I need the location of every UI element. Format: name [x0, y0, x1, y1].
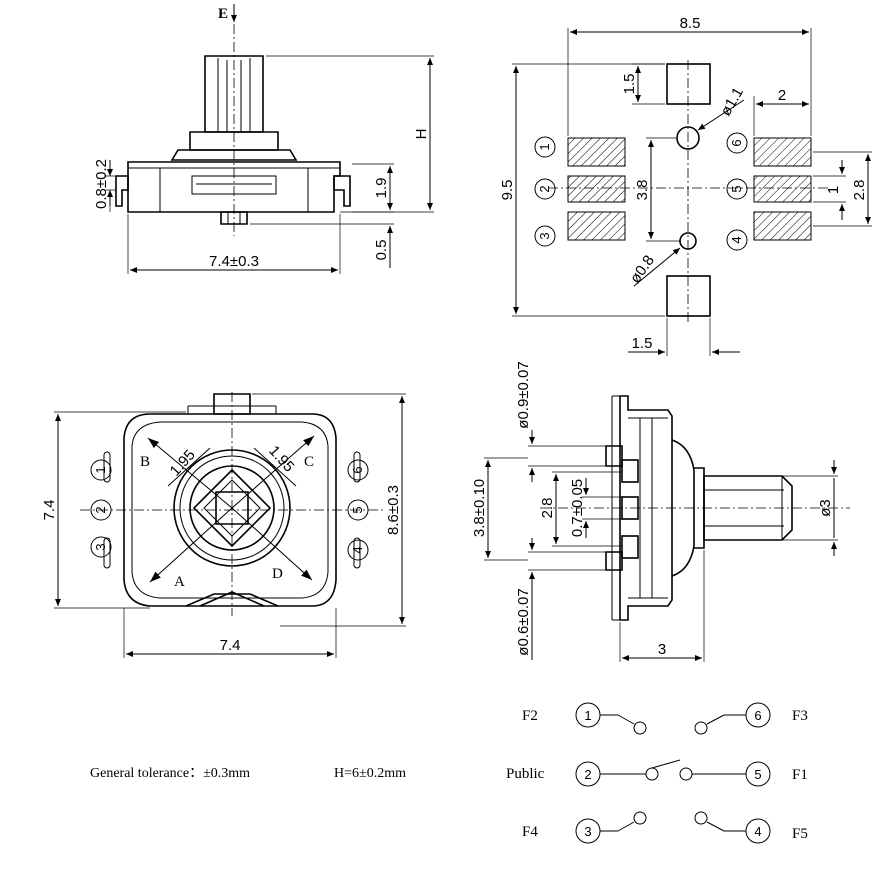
dim-tv-height: 7.4: [41, 500, 58, 521]
hole-large: [676, 126, 700, 150]
top-pad: [666, 63, 711, 105]
pad-6: [753, 137, 812, 167]
tv-pin-2: 2: [93, 506, 108, 513]
schem-pin-4: 4: [754, 824, 761, 839]
schem-label-public: Public: [506, 766, 545, 782]
dim-pad-bottom: 1.5: [632, 335, 653, 352]
schem-pin-6: 6: [754, 708, 761, 723]
dim-side-depth: 3: [658, 641, 666, 658]
dim-pin-top: ø0.9±0.07: [515, 361, 532, 428]
note-tolerance: General tolerance：±0.3mm: [90, 766, 250, 781]
dim-height-h: H: [413, 129, 430, 140]
fp-pin-6: 6: [729, 139, 744, 146]
dim-side-small: 0.7±0.05: [569, 479, 586, 537]
dim-diag-left: 1.95: [167, 446, 199, 479]
fp-pin-4: 4: [729, 236, 744, 243]
dim-pad-right: 2: [778, 87, 786, 104]
arrow-a: [149, 507, 233, 583]
dim-side-pad: 2.8: [539, 498, 556, 519]
dim-side-pitch: 3.8±0.10: [471, 479, 488, 537]
pcb-footprint: 1 2 3 6 5 4 8.5 1.5 ø1.1 2 9.5: [499, 15, 872, 356]
tv-pin-5: 5: [350, 506, 365, 513]
label-c: C: [304, 454, 314, 470]
dim-hole-2: ø0.8: [627, 252, 658, 286]
pad-4: [753, 211, 812, 241]
schem-label-f1: F1: [792, 767, 808, 783]
arrow-d: [231, 507, 313, 581]
dim-body-height: 1.9: [373, 178, 390, 199]
front-view: E 0.8±0.2 H: [93, 4, 434, 274]
contact-3: [633, 811, 647, 825]
schem-label-f2: F2: [522, 708, 538, 724]
contact-5: [679, 767, 693, 781]
tv-pin-4: 4: [350, 546, 365, 553]
label-b: B: [140, 454, 150, 470]
dim-pad-1: 1: [825, 186, 842, 194]
dim-overall-width: 8.5: [680, 15, 701, 32]
dim-hole-1: ø1.1: [717, 85, 747, 119]
tv-pin-1: 1: [93, 466, 108, 473]
schem-label-f4: F4: [522, 824, 538, 840]
dim-tv-width: 7.4: [220, 637, 241, 654]
arrow-b: [147, 437, 233, 509]
pad-5: [753, 175, 812, 203]
dim-pad-pitch: 3.8: [634, 180, 651, 201]
fp-pin-2: 2: [537, 185, 552, 192]
contact-1: [633, 721, 647, 735]
schem-pin-2: 2: [584, 767, 591, 782]
arrow-c: [231, 435, 315, 509]
label-d: D: [272, 566, 283, 582]
notes: General tolerance：±0.3mm H=6±0.2mm: [90, 766, 406, 781]
fp-pin-3: 3: [537, 232, 552, 239]
side-body: [619, 395, 673, 621]
footprint-pin-labels: 1 2 3 6 5 4: [534, 132, 748, 251]
side-view: ø0.9±0.07 3.8±0.10 2.8 0.7±0.05 ø0.6±0.0…: [471, 361, 850, 662]
tv-pin-6: 6: [350, 466, 365, 473]
pad-1: [567, 137, 626, 167]
dim-pad-top: 1.5: [621, 74, 638, 95]
dim-diag-right: 1.95: [265, 442, 297, 475]
dim-pin-bottom: 0.5: [373, 240, 390, 261]
pad-3: [567, 211, 626, 241]
schem-label-f5: F5: [792, 826, 808, 842]
switch-schematic: F2 1 6 F3 Public 2 5 F1 F4 3 4: [506, 702, 808, 844]
pad-2: [567, 175, 626, 203]
contact-2: [645, 767, 659, 781]
dim-shaft: ø3: [817, 499, 834, 517]
dim-overall-height: 9.5: [499, 180, 516, 201]
dim-pin-bottom-side: ø0.6±0.07: [515, 588, 532, 655]
dim-pad-spacing: 2.8: [851, 180, 868, 201]
contact-4: [694, 811, 708, 825]
dim-tv-outer: 8.6±0.3: [385, 485, 402, 535]
tv-pin-3: 3: [93, 543, 108, 550]
top-view-pin-labels: 1 2 3 6 5 4: [90, 459, 369, 561]
top-body: [123, 413, 337, 607]
section-marker-e: E: [218, 6, 228, 22]
schem-pin-1: 1: [584, 708, 591, 723]
schem-label-f3: F3: [792, 708, 808, 724]
dim-pin-standoff: 0.8±0.2: [93, 159, 110, 209]
knob-outer-ring: [173, 449, 291, 567]
schem-pin-3: 3: [584, 824, 591, 839]
fp-pin-1: 1: [537, 143, 552, 150]
note-height: H=6±0.2mm: [334, 766, 406, 781]
dim-front-width: 7.4±0.3: [209, 253, 259, 270]
contact-6: [694, 721, 708, 735]
fp-pin-5: 5: [729, 185, 744, 192]
schem-pin-5: 5: [754, 767, 761, 782]
actuator-diamond: [192, 468, 272, 548]
bottom-pad: [666, 275, 711, 317]
top-view: 1.95 1.95 B C A D 1 2 3 6 5 4 7.4 8.6±0.…: [41, 392, 406, 658]
label-a: A: [174, 574, 185, 590]
